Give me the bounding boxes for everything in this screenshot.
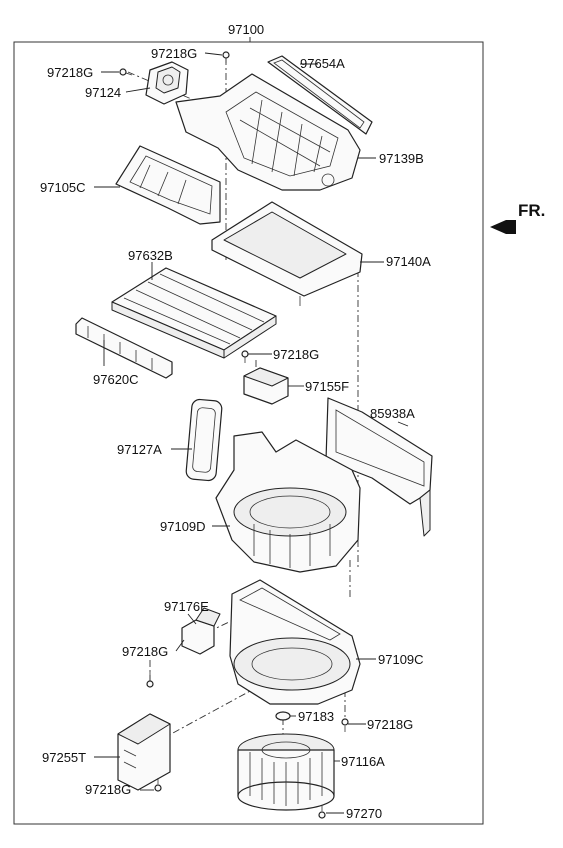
label-screw-mid: 97218G xyxy=(273,347,319,362)
screw-top xyxy=(222,51,230,63)
screw-left xyxy=(119,68,133,76)
assembly-number-label: 97100 xyxy=(228,22,264,37)
intake-door-part xyxy=(115,145,221,225)
clip-part xyxy=(275,711,291,721)
module-part xyxy=(243,367,289,405)
label-cabin-filter: 97632B xyxy=(128,248,173,263)
blower-upper-part xyxy=(215,431,361,573)
label-screw-lower-right: 97218G xyxy=(367,717,413,732)
gasket-part xyxy=(185,398,223,482)
label-resistor: 97176E xyxy=(164,599,209,614)
label-upper-case: 97139B xyxy=(379,151,424,166)
label-actuator: 97124 xyxy=(85,85,121,100)
screw-bottom xyxy=(318,805,326,819)
leader-lines xyxy=(94,52,409,814)
label-screw-top: 97218G xyxy=(151,46,197,61)
screw-mid xyxy=(241,350,249,363)
blower-lower-part xyxy=(229,579,361,705)
label-screw-bottom-left: 97218G xyxy=(85,782,131,797)
seal-top-part xyxy=(267,55,373,135)
label-blower-upper: 97109D xyxy=(160,519,206,534)
upper-case-part xyxy=(175,73,361,191)
assembly-frame xyxy=(13,41,484,825)
controller-part xyxy=(117,713,171,791)
blower-motor-part xyxy=(237,733,335,811)
label-intake-door: 97105C xyxy=(40,180,86,195)
front-arrow-icon xyxy=(490,220,516,234)
resistor-part xyxy=(181,607,221,655)
label-module: 97155F xyxy=(305,379,349,394)
screw-resistor xyxy=(146,672,154,688)
label-screw-left: 97218G xyxy=(47,65,93,80)
front-label: FR. xyxy=(518,201,545,220)
label-screw-bottom: 97270 xyxy=(346,806,382,821)
label-filter-cover: 97140A xyxy=(386,254,431,269)
actuator-part xyxy=(145,61,189,105)
filter-frame-part xyxy=(75,317,173,379)
filter-cover-part xyxy=(211,201,363,306)
label-duct: 85938A xyxy=(370,406,415,421)
label-gasket: 97127A xyxy=(117,442,162,457)
label-controller: 97255T xyxy=(42,750,86,765)
label-blower-lower: 97109C xyxy=(378,652,424,667)
label-clip: 97183 xyxy=(298,709,334,724)
front-direction-marker: FR. xyxy=(490,201,545,234)
screw-bottom-left xyxy=(154,778,162,792)
cabin-filter-part xyxy=(111,267,277,359)
screw-lower-right xyxy=(341,718,349,732)
label-filter-frame: 97620C xyxy=(93,372,139,387)
label-seal-top: 97654A xyxy=(300,56,345,71)
label-screw-resistor: 97218G xyxy=(122,644,168,659)
label-blower-motor: 97116A xyxy=(341,754,385,769)
